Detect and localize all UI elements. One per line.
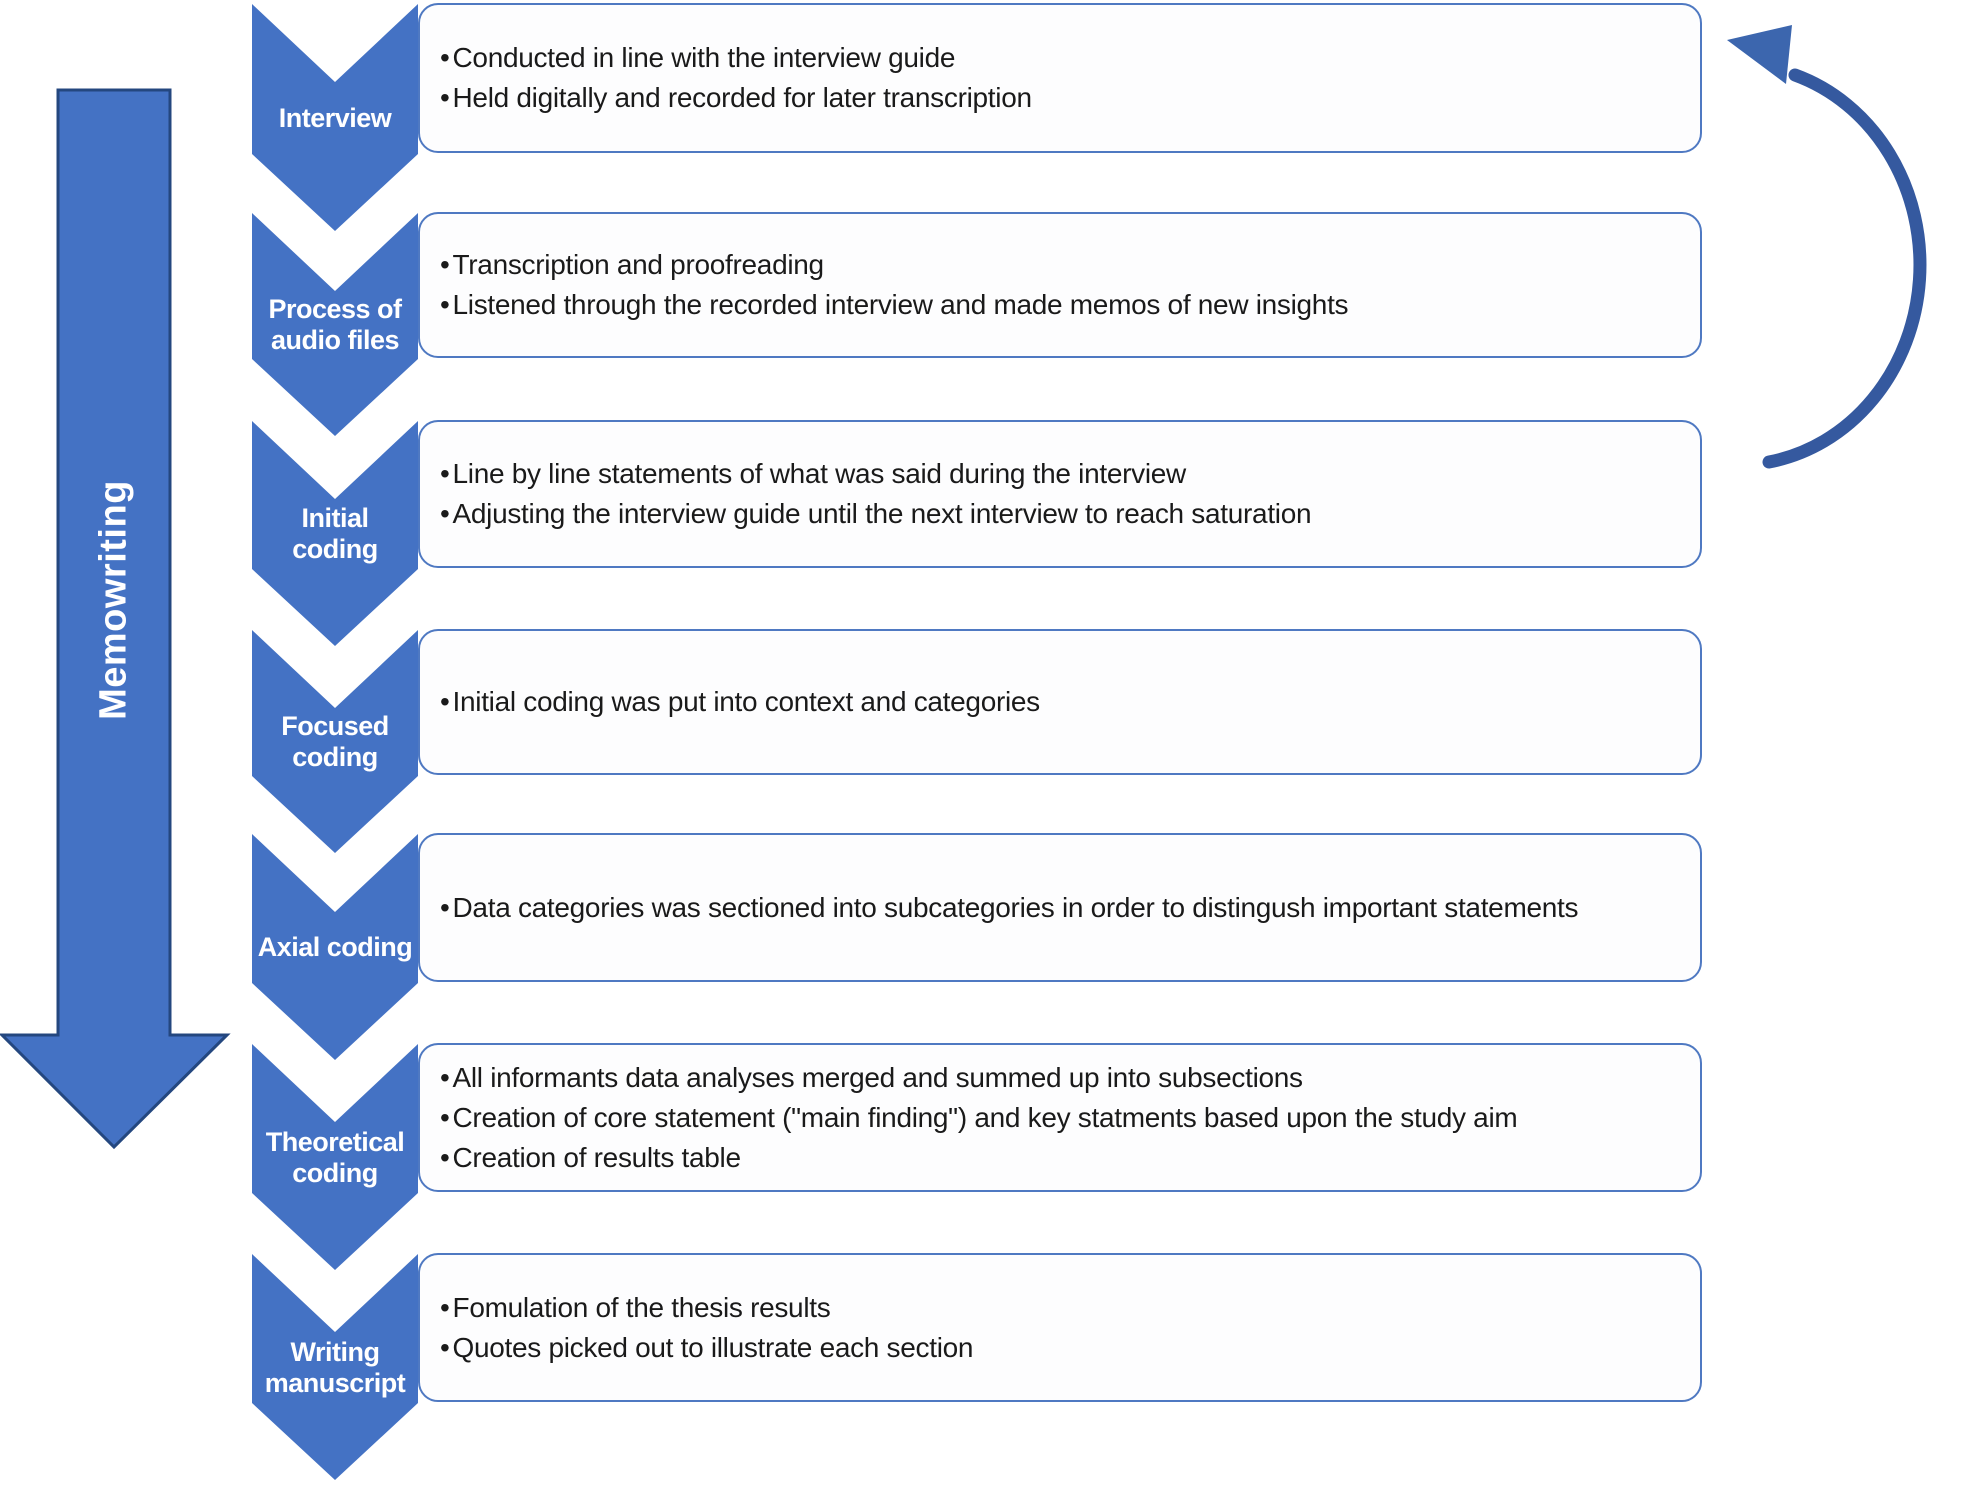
step-chevron-label: Process of audio files: [268, 294, 402, 355]
step-chevron: Axial coding: [252, 834, 418, 1060]
bullet-text: Line by line statements of what was said…: [452, 458, 1187, 489]
bullet-item: •Fomulation of the thesis results: [440, 1288, 1682, 1328]
bullet-dot: •: [440, 249, 450, 280]
step-chevron-label: Theoretical coding: [265, 1126, 405, 1188]
bullet-dot: •: [440, 82, 450, 113]
step-chevron-label: Initial coding: [292, 503, 378, 564]
step-chevron-label: Axial coding: [257, 932, 413, 962]
step-chevron: Theoretical coding: [252, 1044, 418, 1270]
bullet-dot: •: [440, 1141, 450, 1173]
bullet-text: Creation of core statement ("main findin…: [452, 1101, 1518, 1133]
bullet-text: Transcription and proofreading: [452, 249, 825, 280]
bullet-dot: •: [440, 1331, 450, 1363]
step-details-box: •All informants data analyses merged and…: [418, 1043, 1702, 1192]
bullet-text: Initial coding was put into context and …: [452, 686, 1041, 717]
process-step-5: •Data categories was sectioned into subc…: [0, 833, 1965, 982]
bullet-item: •All informants data analyses merged and…: [440, 1058, 1682, 1098]
step-details-box: •Data categories was sectioned into subc…: [418, 833, 1702, 982]
bullet-item: •Listened through the recorded interview…: [440, 285, 1682, 325]
bullet-item: •Quotes picked out to illustrate each se…: [440, 1328, 1682, 1368]
bullet-dot: •: [440, 1291, 450, 1323]
process-step-6: •All informants data analyses merged and…: [0, 1043, 1965, 1192]
process-step-1: •Conducted in line with the interview gu…: [0, 3, 1965, 153]
bullet-dot: •: [440, 1101, 450, 1133]
bullet-dot: •: [440, 891, 450, 923]
bullet-text: Creation of results table: [452, 1141, 742, 1173]
bullet-item: •Initial coding was put into context and…: [440, 682, 1682, 722]
process-step-2: •Transcription and proofreading•Listened…: [0, 212, 1965, 358]
step-details-box: •Transcription and proofreading•Listened…: [418, 212, 1702, 358]
bullet-item: •Creation of core statement ("main findi…: [440, 1098, 1682, 1138]
bullet-item: •Conducted in line with the interview gu…: [440, 38, 1682, 78]
step-chevron-label: Focused coding: [281, 711, 389, 772]
bullet-text: All informants data analyses merged and …: [452, 1061, 1304, 1093]
memowriting-down-arrow: [0, 88, 231, 1150]
bullet-dot: •: [440, 498, 450, 529]
step-details-box: •Fomulation of the thesis results•Quotes…: [418, 1253, 1702, 1402]
bullet-dot: •: [440, 458, 450, 489]
loop-arc: [1762, 68, 1927, 469]
step-details-box: •Conducted in line with the interview gu…: [418, 3, 1702, 153]
loop-arrowhead-icon: [1727, 25, 1792, 84]
bullet-dot: •: [440, 42, 450, 73]
step-chevron-label: Interview: [278, 102, 392, 133]
step-chevron: Interview: [252, 4, 418, 231]
step-chevron: Initial coding: [252, 421, 418, 646]
process-step-7: •Fomulation of the thesis results•Quotes…: [0, 1253, 1965, 1402]
step-chevron: Writing manuscript: [252, 1254, 418, 1480]
bullet-item: •Transcription and proofreading: [440, 245, 1682, 285]
process-step-3: •Line by line statements of what was sai…: [0, 420, 1965, 568]
bullet-dot: •: [440, 686, 450, 717]
step-chevron-label: Writing manuscript: [264, 1336, 406, 1398]
step-chevron: Process of audio files: [252, 213, 418, 436]
bullet-text: Conducted in line with the interview gui…: [452, 42, 956, 73]
iteration-loop-arrow: [1727, 25, 1927, 469]
bullet-text: Adjusting the interview guide until the …: [452, 498, 1312, 529]
down-arrow-shape: [0, 88, 231, 1150]
bullet-text: Listened through the recorded interview …: [452, 289, 1349, 320]
bullet-item: •Line by line statements of what was sai…: [440, 454, 1682, 494]
step-details-box: •Line by line statements of what was sai…: [418, 420, 1702, 568]
step-chevron: Focused coding: [252, 630, 418, 853]
bullet-item: •Data categories was sectioned into subc…: [440, 888, 1682, 928]
bullet-item: •Adjusting the interview guide until the…: [440, 494, 1682, 534]
bullet-text: Fomulation of the thesis results: [452, 1291, 831, 1323]
bullet-item: •Creation of results table: [440, 1138, 1682, 1178]
bullet-item: •Held digitally and recorded for later t…: [440, 78, 1682, 118]
bullet-dot: •: [440, 289, 450, 320]
bullet-dot: •: [440, 1061, 450, 1093]
process-step-4: •Initial coding was put into context and…: [0, 629, 1965, 775]
bullet-text: Data categories was sectioned into subca…: [452, 891, 1579, 923]
bullet-text: Held digitally and recorded for later tr…: [452, 82, 1033, 113]
step-details-box: •Initial coding was put into context and…: [418, 629, 1702, 775]
bullet-text: Quotes picked out to illustrate each sec…: [452, 1331, 974, 1363]
